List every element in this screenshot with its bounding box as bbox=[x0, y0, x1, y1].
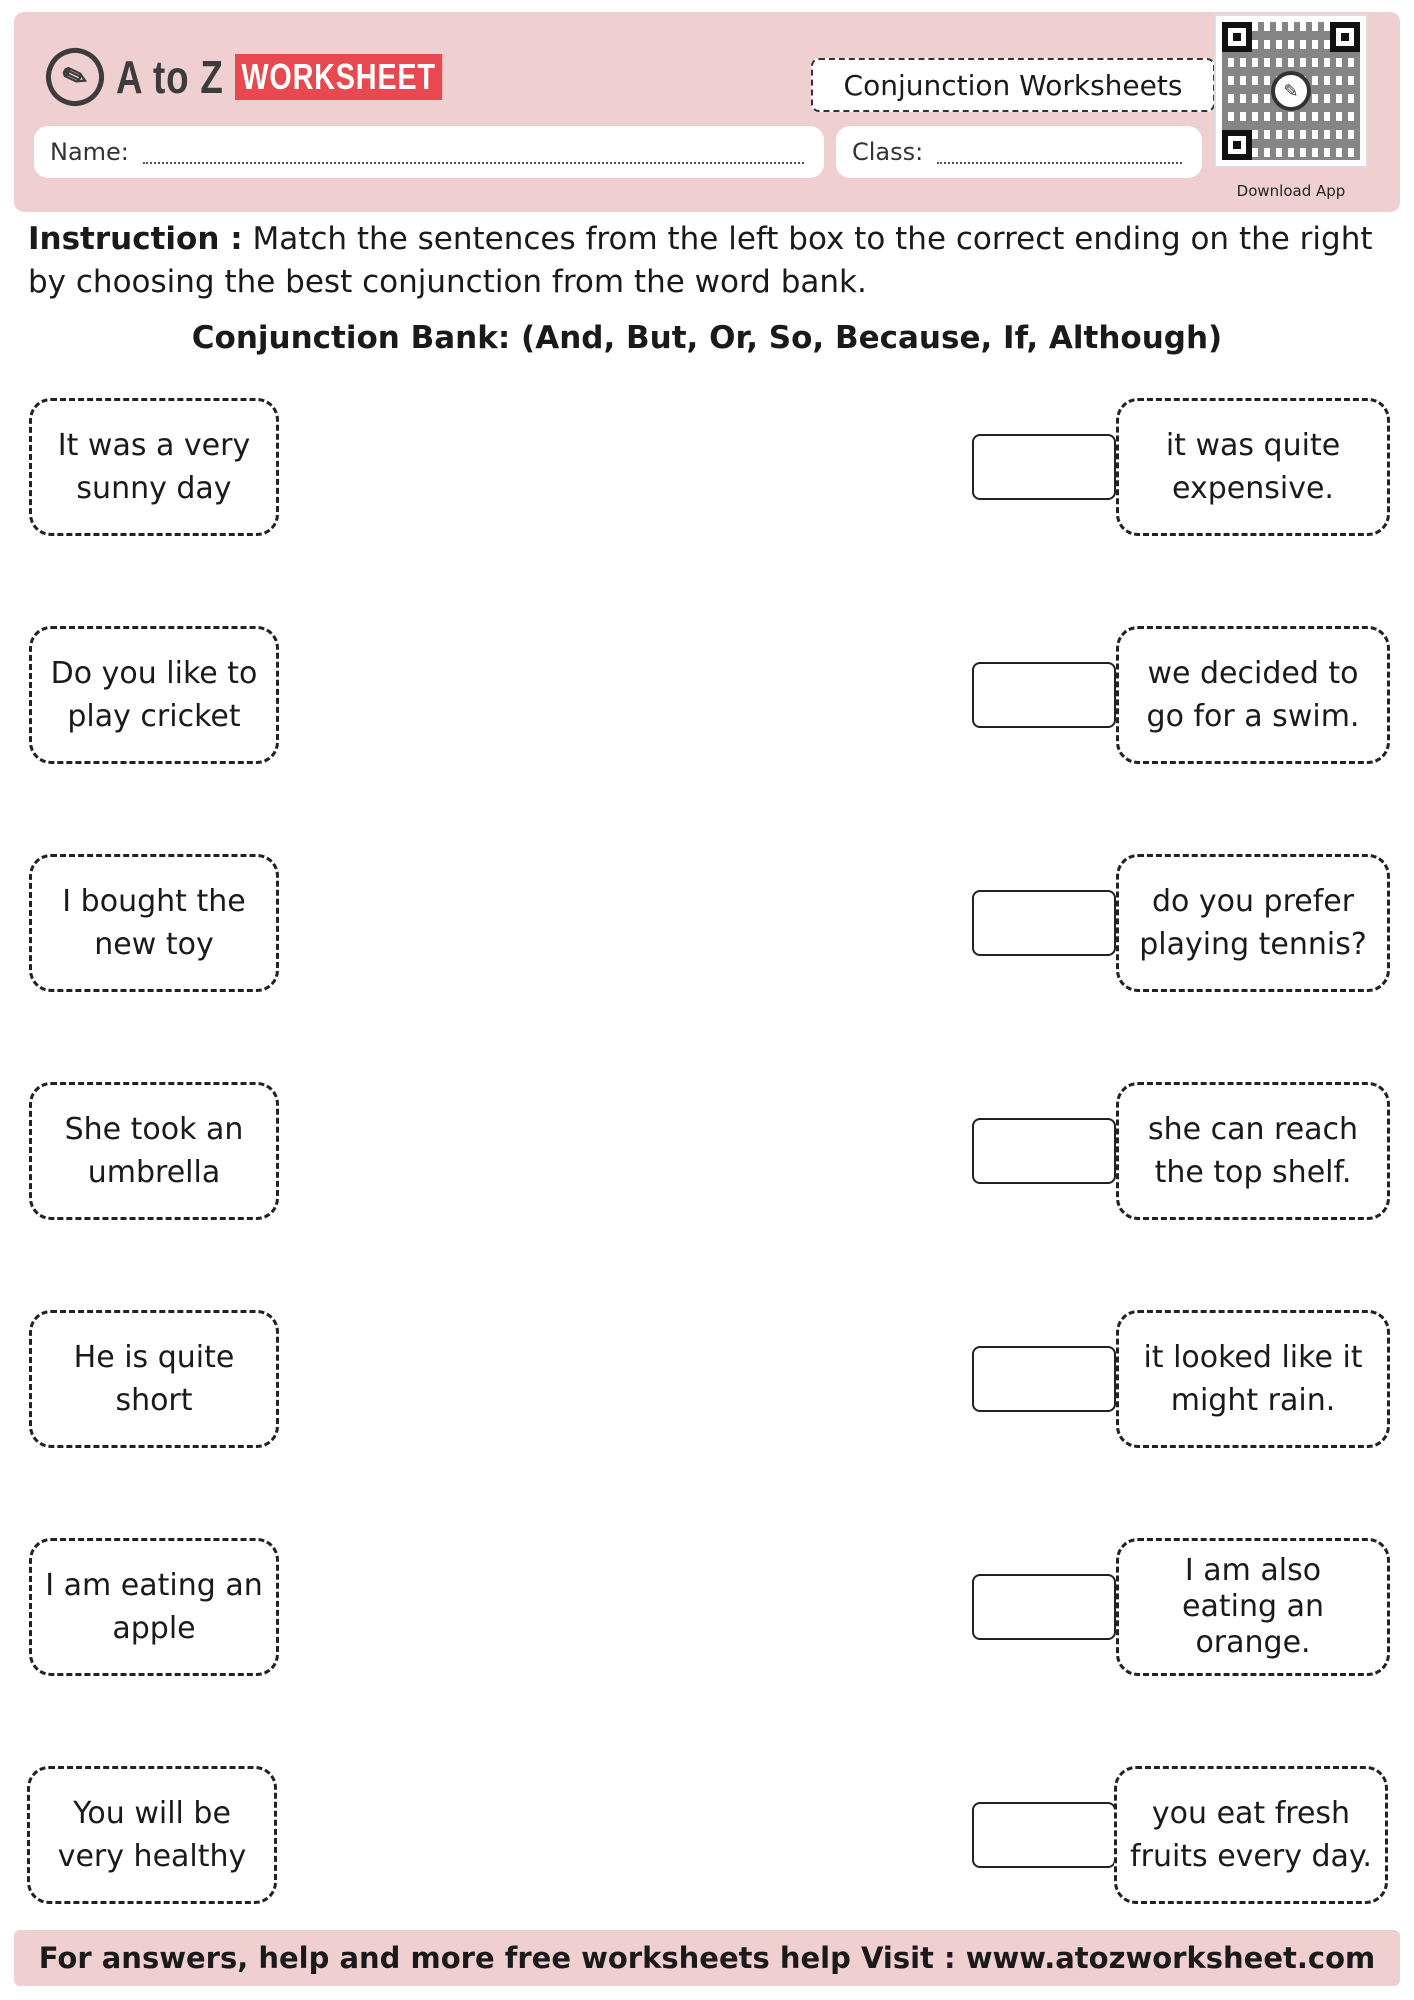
answer-box-7[interactable] bbox=[972, 1802, 1116, 1868]
right-ending-3[interactable]: do you prefer playing tennis? bbox=[1116, 854, 1390, 992]
brand-logo[interactable]: ✎ A to Z WORKSHEET bbox=[37, 39, 494, 115]
name-field[interactable]: Name: bbox=[34, 126, 824, 178]
left-sentence-3[interactable]: I bought the new toy bbox=[29, 854, 279, 992]
qr-caption: Download App bbox=[1236, 182, 1346, 200]
left-sentence-6[interactable]: I am eating an apple bbox=[29, 1538, 279, 1676]
left-sentence-2[interactable]: Do you like to play cricket bbox=[29, 626, 279, 764]
qr-finder-top-right bbox=[1330, 22, 1360, 52]
right-ending-7[interactable]: you eat fresh fruits every day. bbox=[1114, 1766, 1388, 1904]
logo-text: A to Z bbox=[116, 51, 224, 103]
answer-box-2[interactable] bbox=[972, 662, 1116, 728]
right-ending-2[interactable]: we decided to go for a swim. bbox=[1116, 626, 1390, 764]
logo-badge: WORKSHEET bbox=[234, 54, 442, 100]
answer-box-1[interactable] bbox=[972, 434, 1116, 500]
qr-finder-bottom-left bbox=[1222, 130, 1252, 160]
conjunction-bank: Conjunction Bank: (And, But, Or, So, Bec… bbox=[191, 320, 1223, 356]
answer-box-3[interactable] bbox=[972, 890, 1116, 956]
right-ending-4[interactable]: she can reach the top shelf. bbox=[1116, 1082, 1390, 1220]
class-label: Class: bbox=[852, 138, 924, 166]
class-field[interactable]: Class: bbox=[836, 126, 1202, 178]
footer-banner[interactable]: For answers, help and more free workshee… bbox=[14, 1930, 1400, 1986]
answer-box-5[interactable] bbox=[972, 1346, 1116, 1412]
answer-box-6[interactable] bbox=[972, 1574, 1116, 1640]
class-line[interactable] bbox=[937, 148, 1182, 164]
right-ending-5[interactable]: it looked like it might rain. bbox=[1116, 1310, 1390, 1448]
qr-logo-icon: ✎ bbox=[1271, 71, 1311, 111]
answer-box-4[interactable] bbox=[972, 1118, 1116, 1184]
instruction-lead: Instruction : bbox=[28, 221, 243, 257]
instruction-text: Instruction : Match the sentences from t… bbox=[28, 218, 1388, 304]
left-sentence-5[interactable]: He is quite short bbox=[29, 1310, 279, 1448]
worksheet-title: Conjunction Worksheets bbox=[811, 58, 1215, 112]
qr-code-icon[interactable]: ✎ bbox=[1214, 14, 1368, 168]
name-line[interactable] bbox=[142, 148, 804, 164]
pen-logo-icon: ✎ bbox=[37, 39, 113, 115]
left-sentence-4[interactable]: She took an umbrella bbox=[29, 1082, 279, 1220]
left-sentence-1[interactable]: It was a very sunny day bbox=[29, 398, 279, 536]
right-ending-1[interactable]: it was quite expensive. bbox=[1116, 398, 1390, 536]
right-ending-6[interactable]: I am also eating an orange. bbox=[1116, 1538, 1390, 1676]
name-label: Name: bbox=[50, 138, 129, 166]
worksheet-header: ✎ A to Z WORKSHEET Conjunction Worksheet… bbox=[14, 12, 1400, 212]
left-sentence-7[interactable]: You will be very healthy bbox=[27, 1766, 277, 1904]
qr-finder-top-left bbox=[1222, 22, 1252, 52]
instruction-body: Match the sentences from the left box to… bbox=[28, 221, 1373, 300]
